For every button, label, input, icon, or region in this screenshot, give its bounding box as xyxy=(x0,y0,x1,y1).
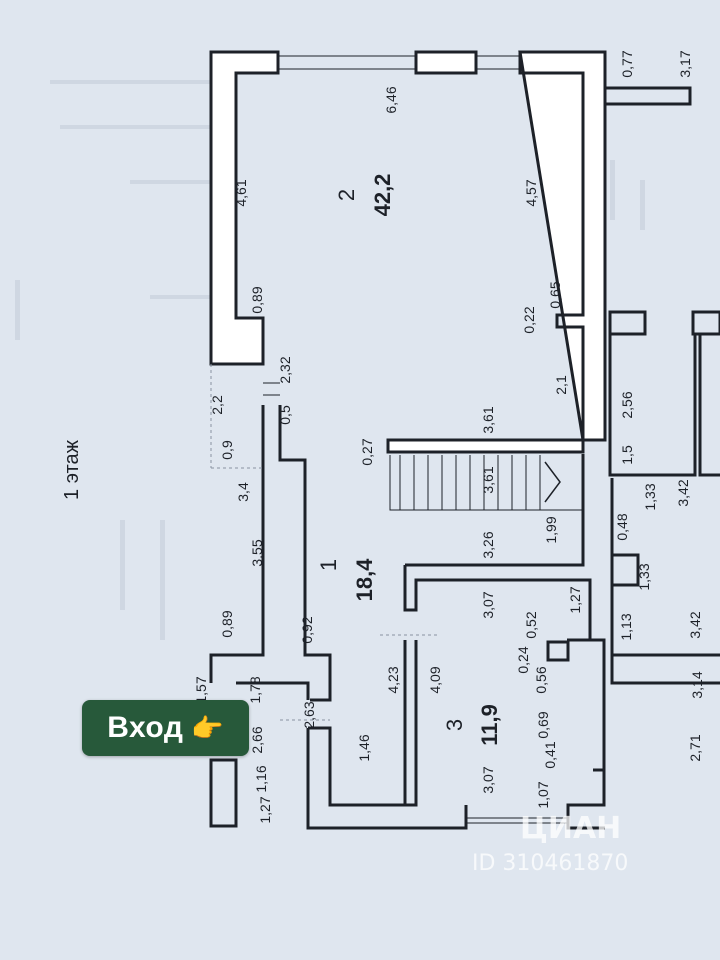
dimension-label: 3,42 xyxy=(687,611,703,638)
dimension-label: 0,41 xyxy=(542,741,558,768)
dimension-label: 1,16 xyxy=(253,765,269,792)
dimension-label: 3,4 xyxy=(235,482,251,502)
dimension-label: 2,2 xyxy=(209,395,225,415)
dimension-label: 3,17 xyxy=(677,50,693,77)
dimension-label: 1,13 xyxy=(618,613,634,640)
dimension-label: 4,61 xyxy=(233,179,249,206)
room-2: 2 42,2 xyxy=(334,174,395,217)
dimension-label: 2,71 xyxy=(687,734,703,761)
dimension-label: 1,57 xyxy=(193,676,209,703)
dimension-label: 0,9 xyxy=(219,440,235,460)
dimension-label: 1,5 xyxy=(619,445,635,465)
watermark: ЦИАН ID 310461870 xyxy=(472,811,628,876)
room-3-area: 11,9 xyxy=(477,704,502,746)
dimension-label: 0,65 xyxy=(547,281,563,308)
room-3-number: 3 xyxy=(442,719,467,731)
dimension-label: 3,07 xyxy=(480,766,496,793)
background-document-text xyxy=(15,80,645,640)
entry-badge: Вход 👉 xyxy=(82,700,249,756)
dimension-label: 0,48 xyxy=(614,513,630,540)
dotted-guides xyxy=(210,364,440,721)
dimension-label: 1,27 xyxy=(257,796,273,823)
dimension-label: 1,27 xyxy=(567,586,583,613)
dimension-label: 3,07 xyxy=(480,591,496,618)
dimension-label: 0,89 xyxy=(249,286,265,313)
dimension-label: 4,23 xyxy=(385,666,401,693)
dimension-label: 1,99 xyxy=(543,516,559,543)
room-2-number: 2 xyxy=(334,189,359,201)
dimension-label: 4,09 xyxy=(427,666,443,693)
dimension-label: 0,56 xyxy=(533,666,549,693)
dimension-label: 0,89 xyxy=(219,610,235,637)
room-1-number: 1 xyxy=(316,559,341,571)
room-3: 3 11,9 xyxy=(442,704,502,746)
dimension-label: 0,22 xyxy=(521,306,537,333)
watermark-brand: ЦИАН xyxy=(520,811,621,846)
staircase xyxy=(389,455,583,511)
dimension-label: 2,56 xyxy=(619,391,635,418)
room-1: 1 18,4 xyxy=(316,558,377,602)
room-2-area: 42,2 xyxy=(370,174,395,217)
dimension-label: 0,77 xyxy=(619,50,635,77)
dimension-label: 2,1 xyxy=(553,375,569,395)
dimension-label: 1,07 xyxy=(535,781,551,808)
dimension-label: 3,42 xyxy=(675,479,691,506)
dimension-label: 0,52 xyxy=(523,611,539,638)
dimension-label: 1,78 xyxy=(247,676,263,703)
floor-label: 1 этаж xyxy=(61,439,83,500)
dimension-label: 2,32 xyxy=(277,356,293,383)
wall-lines xyxy=(209,50,720,830)
dimension-label: 3,55 xyxy=(249,539,265,566)
dimension-label: 1,33 xyxy=(636,563,652,590)
dimension-label: 2,66 xyxy=(249,726,265,753)
dimension-label: 1,33 xyxy=(642,483,658,510)
dimension-label: 2,63 xyxy=(301,701,317,728)
dimension-label: 4,57 xyxy=(523,179,539,206)
dimension-label: 0,24 xyxy=(515,646,531,673)
dimension-label: 3,14 xyxy=(689,671,705,698)
dimension-label: 3,26 xyxy=(480,531,496,558)
dimension-label: 0,5 xyxy=(277,405,293,425)
dimension-label: 3,61 xyxy=(480,406,496,433)
room-1-area: 18,4 xyxy=(352,558,377,602)
dimension-label: 1,46 xyxy=(356,734,372,761)
watermark-id: ID 310461870 xyxy=(472,851,628,876)
dimension-label: 0,27 xyxy=(359,438,375,465)
dimension-label: 0,69 xyxy=(535,711,551,738)
pointing-hand-icon: 👉 xyxy=(191,713,224,743)
dimension-label: 3,61 xyxy=(480,466,496,493)
dimension-label: 6,46 xyxy=(383,86,399,113)
dimension-label: 0,92 xyxy=(299,616,315,643)
entry-label: Вход xyxy=(107,711,184,744)
